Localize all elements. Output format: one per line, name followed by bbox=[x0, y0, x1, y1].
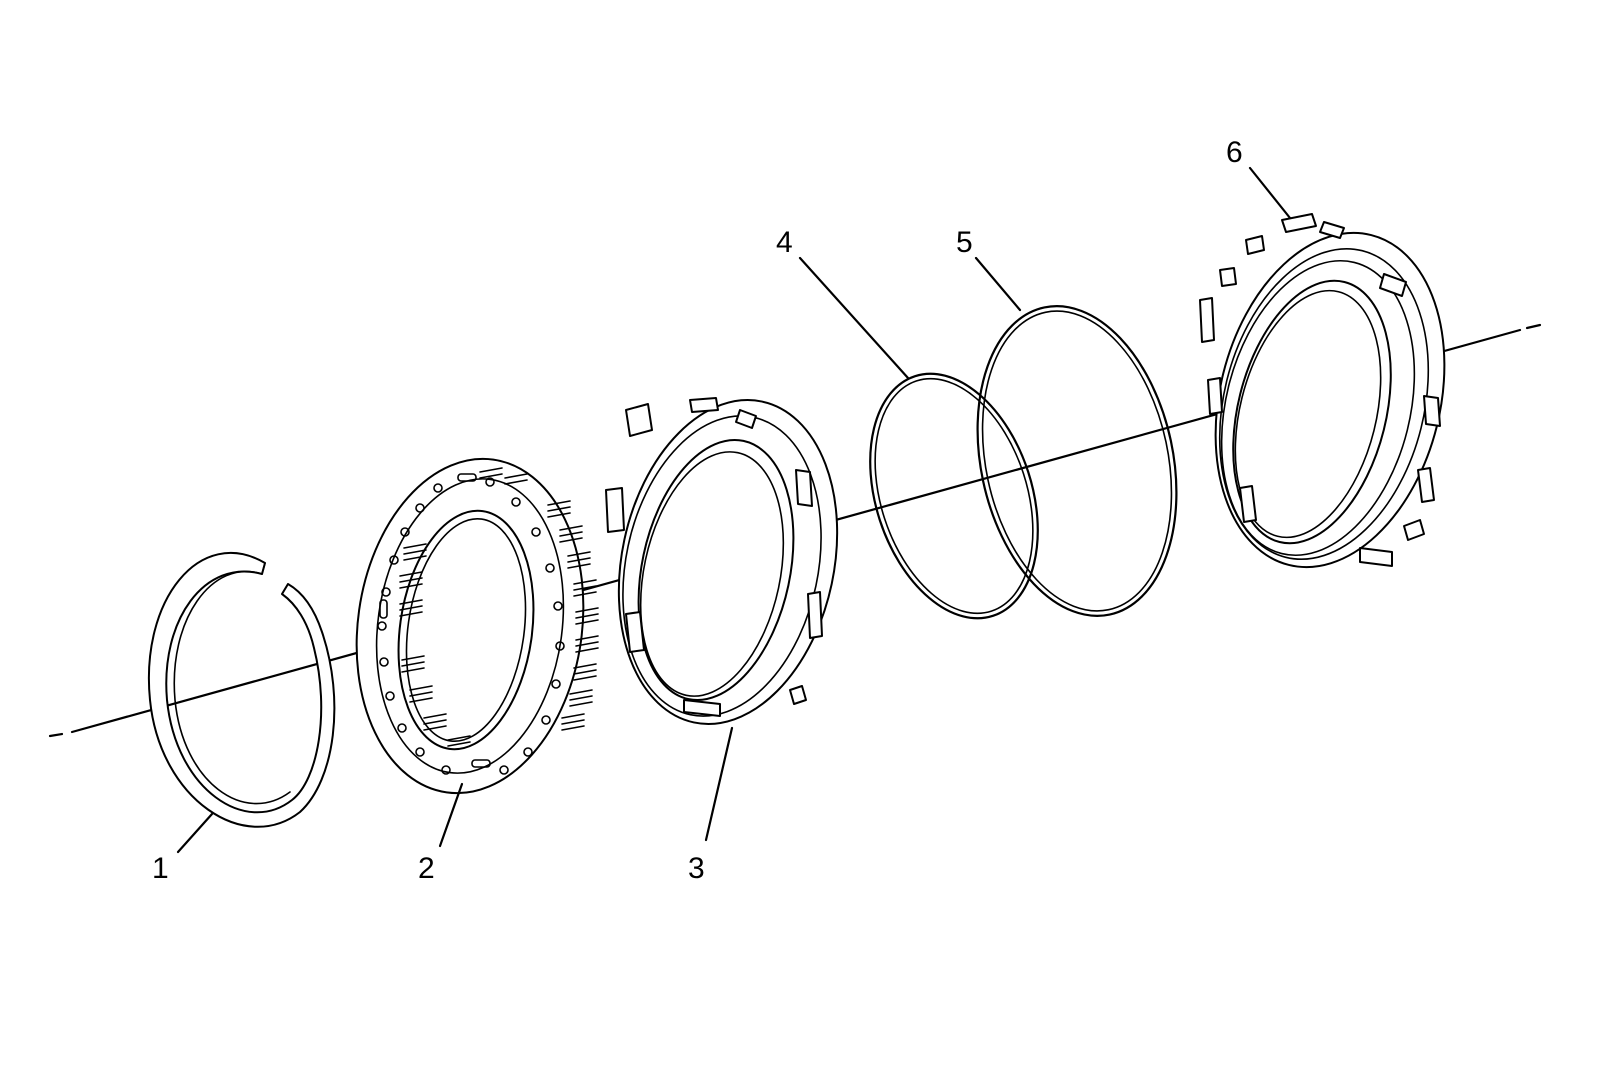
callout-2: 2 bbox=[418, 852, 435, 885]
part-1-snap-ring bbox=[147, 551, 336, 828]
callout-6: 6 bbox=[1226, 136, 1243, 169]
leader-line-1 bbox=[176, 812, 214, 854]
callouts: 1 2 3 4 5 6 bbox=[152, 136, 1243, 885]
leader-line-4 bbox=[798, 256, 910, 380]
part-4-inner-seal bbox=[869, 372, 1039, 620]
part-6-housing bbox=[1199, 213, 1446, 569]
leader-line-6 bbox=[1248, 166, 1292, 220]
part-3-piston bbox=[605, 397, 839, 725]
leader-lines bbox=[176, 166, 1292, 854]
part-5-outer-seal bbox=[976, 305, 1178, 617]
leader-line-5 bbox=[974, 256, 1022, 312]
part-2-spring-retainer bbox=[355, 457, 599, 795]
callout-3: 3 bbox=[688, 852, 705, 885]
callout-5: 5 bbox=[956, 226, 973, 259]
leader-line-2 bbox=[438, 782, 464, 848]
callout-4: 4 bbox=[776, 226, 793, 259]
leader-line-3 bbox=[704, 726, 734, 842]
callout-1: 1 bbox=[152, 852, 169, 885]
